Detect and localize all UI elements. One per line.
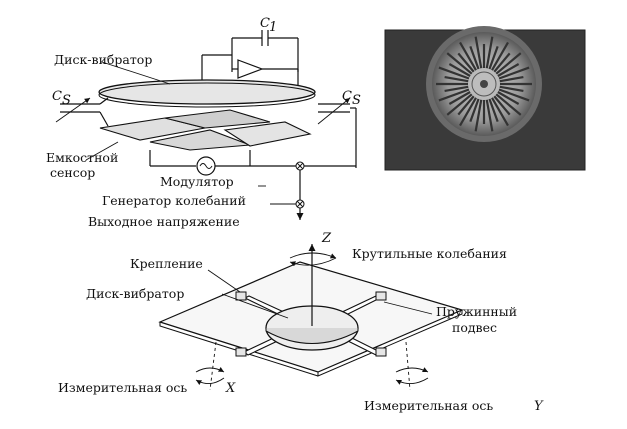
cs-right-capacitor — [317, 97, 357, 168]
cs-right-label: C — [342, 89, 352, 104]
photo-spoke — [495, 52, 522, 75]
sensor-label-line2: сенсор — [50, 165, 95, 180]
disk-sensor-photo — [384, 26, 586, 171]
photo-spokes — [436, 36, 532, 132]
axis-x-label: Измерительная ось — [58, 380, 187, 395]
disk-vibrator-top — [98, 61, 316, 108]
photo-spoke — [474, 36, 483, 69]
photo-spoke — [448, 63, 471, 77]
generator-label: Генератор колебаний — [102, 193, 246, 208]
modulator-circuit — [149, 150, 356, 220]
photo-spoke — [499, 75, 524, 83]
photo-spoke — [459, 97, 477, 127]
photo-spoke — [493, 52, 511, 73]
photo-spoke — [493, 95, 511, 116]
mount-label: Крепление — [130, 256, 203, 271]
photo-spoke — [469, 46, 480, 70]
photo-spoke — [498, 66, 530, 80]
photo-spoke — [497, 63, 520, 77]
axis-y-var: Y — [534, 399, 544, 414]
photo-spoke — [444, 85, 469, 93]
spring-label-line2: подвес — [452, 320, 497, 335]
photo-spoke — [446, 93, 473, 116]
multiplier-node-1 — [295, 161, 305, 171]
y-axis — [395, 341, 429, 391]
photo-spoke — [488, 98, 499, 122]
photo-spoke — [446, 52, 473, 75]
x-axis — [195, 341, 225, 391]
bottom-isometric: Z Крутильные колебания Крепление Диск-ви… — [58, 231, 544, 414]
photo-spoke — [469, 98, 480, 122]
c1-sub-label: 1 — [269, 20, 277, 35]
c1-label: C — [260, 16, 270, 31]
photo-spoke — [485, 99, 494, 132]
cs-left-sub-label: S — [62, 93, 71, 108]
photo-spoke — [438, 66, 470, 80]
photo-spoke — [448, 91, 471, 105]
top-schematic: C 1 Диск-вибратор C S C S Емкостной сенс… — [46, 16, 361, 229]
z-axis — [289, 244, 337, 326]
axis-y-label: Измерительная ось — [364, 398, 493, 413]
output-voltage-label: Выходное напряжение — [88, 214, 240, 229]
cs-left-capacitor — [55, 97, 109, 127]
spring-label-line1: Пружинный — [436, 304, 517, 319]
z-label: Z — [321, 231, 332, 246]
photo-spoke — [488, 46, 499, 70]
disk-vibrator-label-top: Диск-вибратор — [54, 52, 152, 67]
c1-capacitor — [201, 30, 299, 85]
photo-spoke — [474, 99, 483, 132]
disk-vibrator-bottom — [265, 305, 359, 351]
photo-spoke — [499, 85, 524, 93]
sensor-plates — [99, 109, 312, 151]
photo-spoke — [457, 95, 475, 116]
photo-spoke — [457, 52, 475, 73]
photo-spoke — [438, 88, 470, 102]
amplifier-triangle — [232, 59, 299, 85]
cs-right-sub-label: S — [352, 93, 361, 108]
disk-vibrator-label-bottom: Диск-вибратор — [86, 286, 184, 301]
axis-x-var: X — [225, 381, 236, 396]
photo-spoke — [444, 75, 469, 83]
photo-spoke — [491, 97, 509, 127]
modulator-label: Модулятор — [160, 174, 234, 189]
cs-left-label: C — [52, 89, 62, 104]
photo-spoke — [459, 41, 477, 71]
multiplier-node-2 — [295, 199, 305, 209]
photo-spoke — [485, 36, 494, 69]
photo-spoke — [498, 88, 530, 102]
mount-blocks — [235, 291, 387, 357]
photo-spoke — [497, 91, 520, 105]
photo-spoke — [491, 41, 509, 71]
photo-spoke — [495, 93, 522, 116]
sensor-label-line1: Емкостной — [46, 150, 118, 165]
torsional-label: Крутильные колебания — [352, 246, 507, 261]
